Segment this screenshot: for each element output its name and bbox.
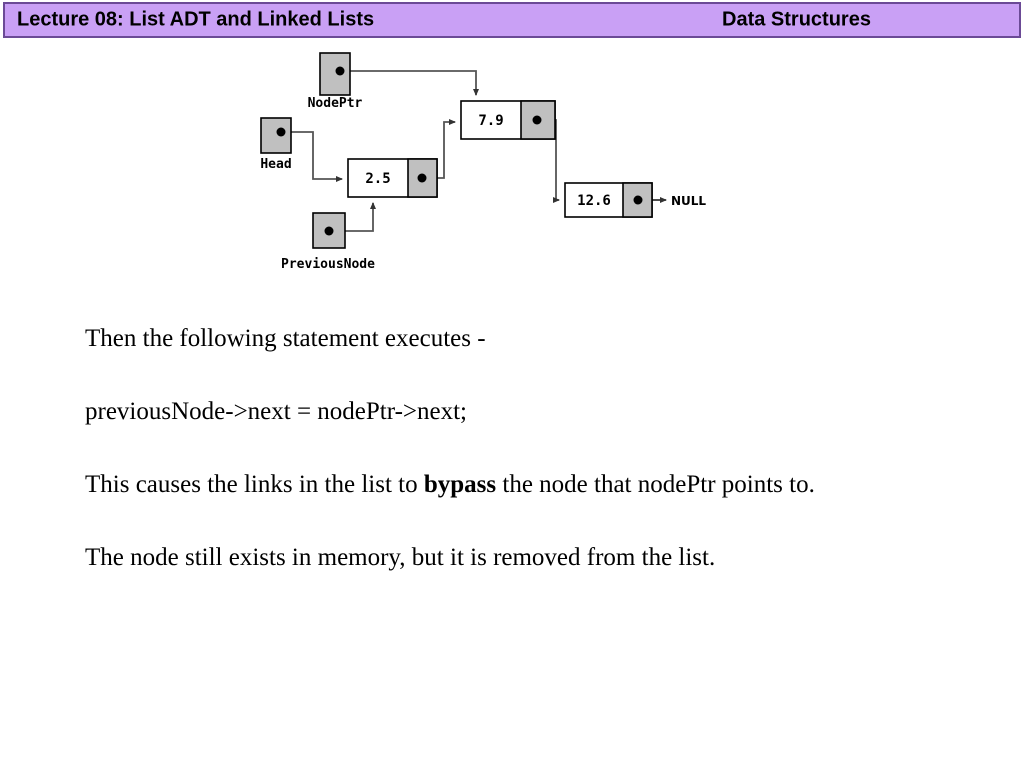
node-value-7-9: 7.9 (478, 113, 503, 129)
slide-body: Then the following statement executes - … (85, 322, 965, 575)
pointer-label-nodeptr: NodePtr (308, 96, 363, 111)
pointer-box-previousnode: PreviousNode (281, 212, 375, 272)
link-nodeptr-to-node79 (340, 70, 479, 96)
list-node-12-6: 12.6 (564, 182, 653, 218)
link-head-to-node25 (281, 131, 343, 182)
pointer-label-head: Head (260, 157, 291, 172)
linked-list-diagram: NodePtr Head PreviousNode 2.5 7.9 (0, 40, 1024, 290)
pointer-box-nodeptr: NodePtr (308, 52, 363, 111)
null-label: NULL (671, 194, 706, 208)
paragraph-memory-note: The node still exists in memory, but it … (85, 544, 716, 571)
paragraph-bypass-explanation: This causes the links in the list to byp… (85, 468, 965, 502)
node-value-12-6: 12.6 (577, 193, 611, 209)
header-banner: Lecture 08: List ADT and Linked Lists Da… (3, 2, 1021, 38)
course-title: Data Structures (722, 8, 871, 31)
paragraph-statement-intro: Then the following statement executes - (85, 325, 486, 352)
list-node-7-9: 7.9 (460, 100, 556, 140)
lecture-title: Lecture 08: List ADT and Linked Lists (17, 8, 375, 31)
list-node-2-5: 2.5 (347, 158, 438, 198)
bypass-tail-text: the node that nodePtr points to. (496, 471, 815, 498)
node-value-2-5: 2.5 (365, 171, 390, 187)
pointer-box-head: Head (260, 117, 292, 172)
paragraph-code-statement: previousNode->next = nodePtr->next; (85, 398, 467, 425)
bypass-keyword: bypass (423, 471, 497, 498)
pointer-label-previousnode: PreviousNode (281, 257, 375, 272)
bypass-lead-text: This causes the links in the list to (85, 471, 424, 498)
